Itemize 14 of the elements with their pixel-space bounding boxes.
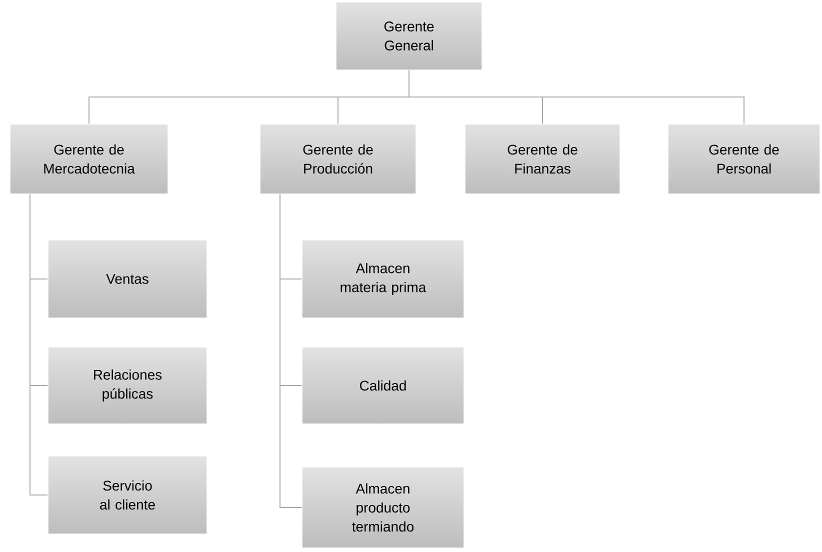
org-box: Gerente de Finanzas (464, 124, 620, 194)
org-box: Servicio al cliente (48, 456, 208, 534)
org-box: Gerente de Mercadotecnia (10, 124, 168, 194)
connector-line (408, 70, 744, 124)
org-box: Relaciones públicas (48, 346, 208, 424)
org-box: Almacen producto termiando (302, 466, 464, 548)
connector-line (280, 194, 302, 508)
org-box: Ventas (48, 240, 208, 318)
org-box: Gerente General (336, 2, 482, 70)
org-box: Almacen materia prima (302, 240, 464, 318)
connector-line (30, 194, 48, 496)
org-box: Gerente de Producción (260, 124, 416, 194)
org-box: Calidad (302, 346, 464, 424)
org-box: Gerente de Personal (668, 124, 820, 194)
